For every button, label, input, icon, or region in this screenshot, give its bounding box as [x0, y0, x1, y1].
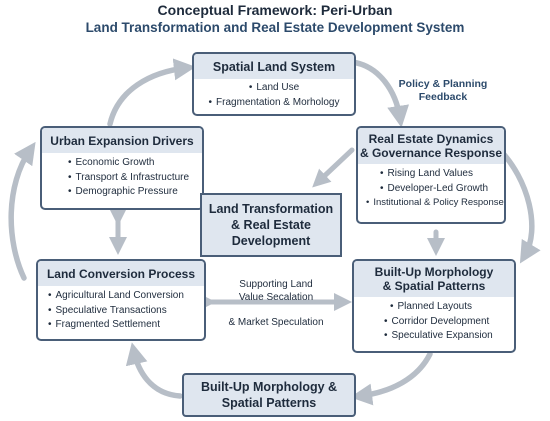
box-title: Built-Up Morphology & Spatial Patterns [354, 261, 514, 297]
builtup-morphology-bottom-box: Built-Up Morphology & Spatial Patterns [182, 373, 356, 417]
supporting-land-value-note: Supporting Land Value Secalation & Marke… [208, 278, 344, 329]
arrow-builtup-to-bottom [350, 351, 433, 406]
title-line: Real Estate Dynamics [368, 132, 494, 146]
title-line: & Governance Response [359, 146, 503, 160]
arrow-bottom-to-conversion [125, 342, 183, 399]
box-list: Land Use Fragmentation & Morhology [194, 79, 354, 110]
box-title: Land Conversion Process [38, 261, 204, 286]
note-line: Value Secalation [238, 292, 314, 303]
policy-feedback-label: Policy & Planning Feedback [388, 78, 498, 104]
box-list: Planned Layouts Corridor Development Spe… [354, 297, 514, 344]
diagram-title: Conceptual Framework: Peri-Urban [157, 2, 393, 18]
spatial-land-system-box: Spatial Land System Land Use Fragmentati… [192, 52, 356, 116]
bottom-line: Spatial Patterns [221, 396, 317, 410]
list-item: Planned Layouts [384, 300, 514, 315]
list-item: Institutional & Policy Response [366, 196, 504, 211]
box-title: Urban Expansion Drivers [42, 128, 202, 153]
arrow-drivers-to-spatial [107, 58, 196, 127]
bottom-line: Built-Up Morphology & [200, 380, 338, 394]
arrow-left-cycle [8, 141, 36, 281]
list-item: Economic Growth [68, 156, 202, 171]
list-item: Land Use [194, 81, 354, 96]
arrow-spatial-to-realestate [349, 59, 410, 128]
box-title: Real Estate Dynamics & Governance Respon… [358, 128, 504, 164]
title-line: Built-Up Morphology [374, 265, 494, 279]
diagram-subtitle: Land Transformation and Real Estate Deve… [85, 20, 465, 35]
box-list: Economic Growth Transport & Infrastructu… [42, 153, 202, 200]
center-line: Development [231, 234, 311, 248]
policy-line: Feedback [418, 91, 468, 103]
list-item: Rising Land Values [366, 167, 504, 182]
list-item: Developer-Led Growth [366, 182, 504, 197]
box-title: Spatial Land System [194, 54, 354, 79]
builtup-morphology-box: Built-Up Morphology & Spatial Patterns P… [352, 259, 516, 353]
list-item: Fragmented Settlement [48, 318, 204, 333]
note-line: & Market Speculation [228, 317, 324, 328]
title-line: & Spatial Patterns [382, 279, 486, 293]
list-item: Speculative Transactions [48, 304, 204, 319]
arrow-realestate-to-center [312, 147, 355, 188]
land-transformation-center-box: Land Transformation & Real Estate Develo… [200, 193, 342, 257]
list-item: Transport & Infrastructure [68, 171, 202, 186]
box-list: Agricultural Land Conversion Speculative… [38, 286, 204, 333]
list-item: Fragmentation & Morhology [194, 96, 354, 111]
arrow-realestate-to-builtup [495, 145, 541, 264]
list-item: Corridor Development [384, 315, 514, 330]
policy-line: Policy & Planning [398, 78, 488, 90]
list-item: Speculative Expansion [384, 329, 514, 344]
real-estate-dynamics-box: Real Estate Dynamics & Governance Respon… [356, 126, 506, 224]
center-line: & Real Estate [231, 218, 311, 232]
list-item: Demographic Pressure [68, 185, 202, 200]
box-list: Rising Land Values Developer-Led Growth … [358, 164, 504, 211]
urban-expansion-drivers-box: Urban Expansion Drivers Economic Growth … [40, 126, 204, 210]
land-conversion-process-box: Land Conversion Process Agricultural Lan… [36, 259, 206, 341]
center-line: Land Transformation [208, 202, 334, 216]
note-line: Supporting Land [239, 279, 313, 290]
list-item: Agricultural Land Conversion [48, 289, 204, 304]
